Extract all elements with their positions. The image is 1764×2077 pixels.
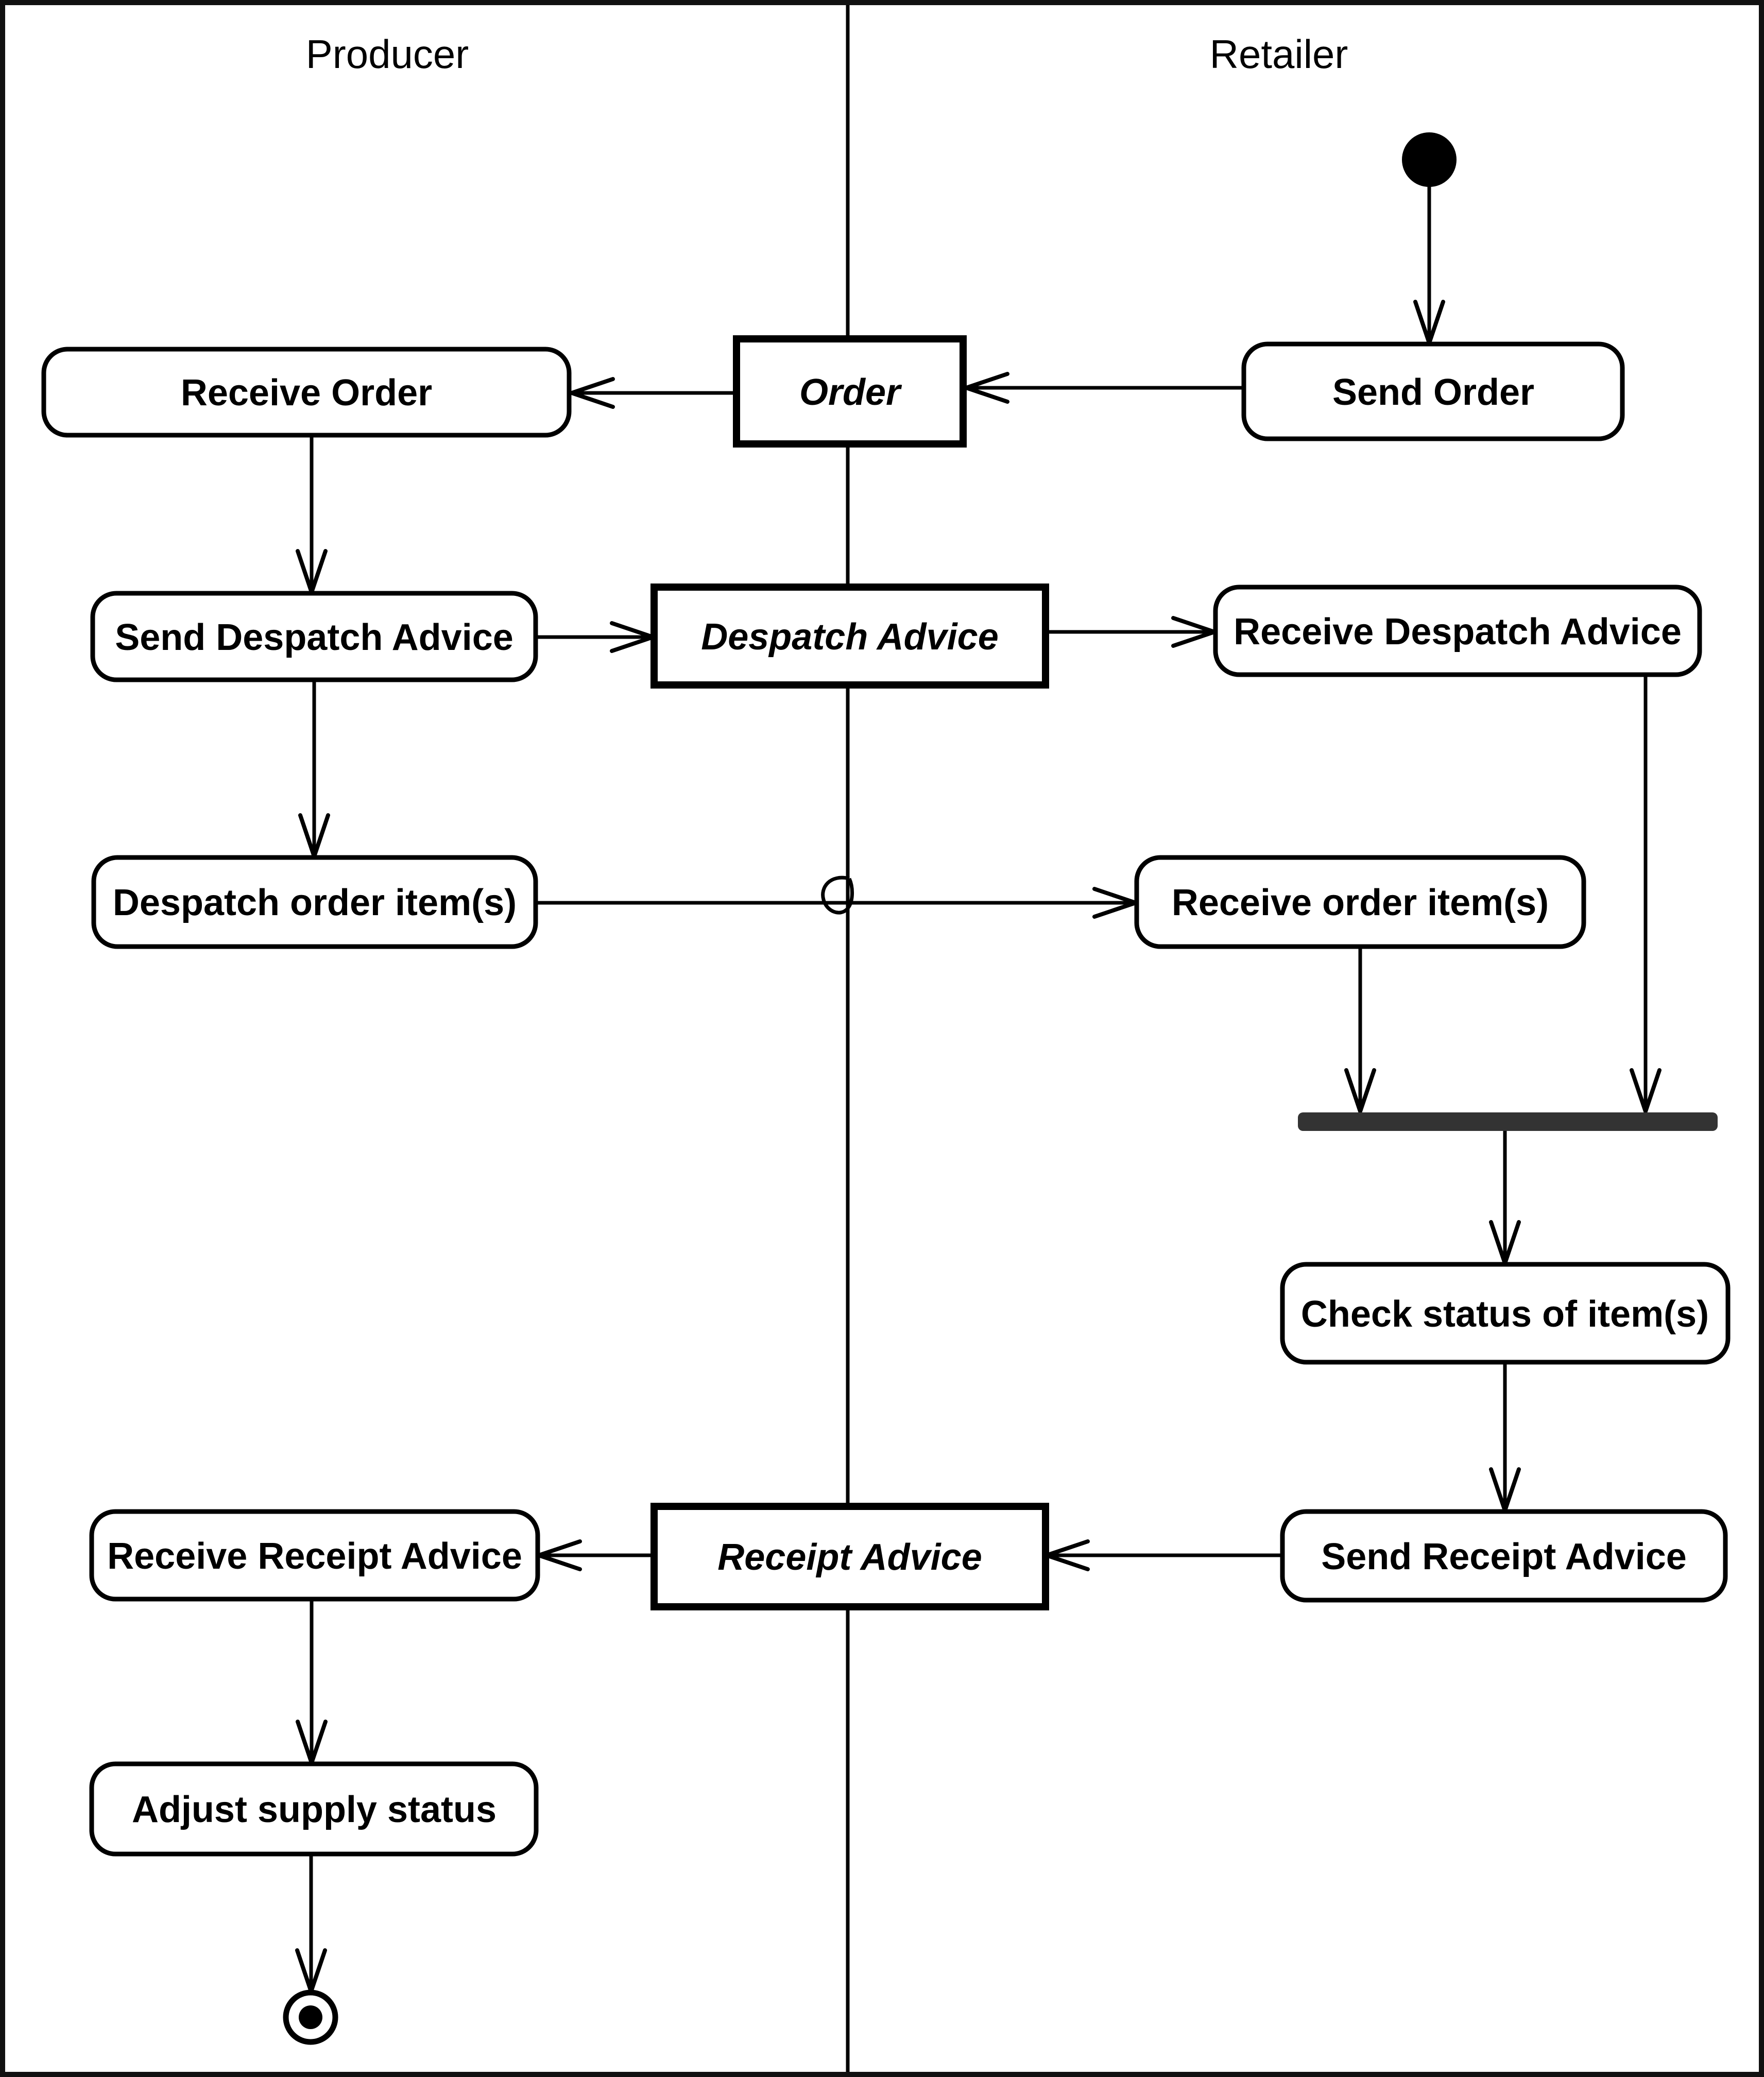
action-check-status-shape bbox=[1280, 1262, 1731, 1365]
arrowhead-right-icon bbox=[1171, 616, 1217, 648]
edge-receive-order-to-send-despatch-advice bbox=[296, 435, 328, 594]
arrowhead-down-icon bbox=[1489, 1467, 1521, 1513]
edge-send-despatch-advice-to-despatch-advice bbox=[536, 621, 655, 653]
action-send-order-label: Send Order bbox=[1332, 372, 1534, 413]
edge-receipt-advice-to-receive-receipt-advice bbox=[537, 1539, 654, 1571]
action-adjust-supply-status-shape bbox=[89, 1761, 539, 1857]
edge-send-despatch-advice-to-despatch-order-items bbox=[298, 680, 330, 859]
action-adjust-supply-status: Adjust supply status bbox=[89, 1761, 539, 1857]
object-despatch-advice: Despatch Advice bbox=[650, 583, 1049, 689]
action-receive-despatch-advice-label: Receive Despatch Advice bbox=[1234, 611, 1682, 653]
lane-title-retailer: Retailer bbox=[1210, 31, 1348, 77]
action-receive-despatch-advice-shape bbox=[1213, 585, 1702, 677]
arrowhead-left-icon bbox=[1044, 1539, 1090, 1571]
arrowhead-right-icon bbox=[1092, 887, 1138, 919]
action-send-receipt-advice-label: Send Receipt Advice bbox=[1321, 1536, 1687, 1577]
action-check-status-label: Check status of item(s) bbox=[1301, 1294, 1709, 1335]
join-bar bbox=[1298, 1112, 1718, 1131]
edge-initial-to-send-order bbox=[1413, 185, 1445, 345]
action-receive-order-items-label: Receive order item(s) bbox=[1172, 882, 1549, 923]
edge-despatch-advice-to-receive-despatch-advice bbox=[1046, 616, 1217, 648]
arrowhead-left-icon bbox=[570, 377, 615, 409]
edge-adjust-supply-status-to-final bbox=[295, 1854, 327, 1994]
action-send-receipt-advice-shape bbox=[1280, 1509, 1728, 1603]
action-send-despatch-advice: Send Despatch Advice bbox=[90, 591, 538, 682]
object-receipt-advice-label: Receipt Advice bbox=[717, 1537, 982, 1578]
arrowhead-down-icon bbox=[295, 1948, 327, 1994]
lane-title-producer: Producer bbox=[306, 31, 469, 77]
arrowhead-down-icon bbox=[298, 813, 330, 859]
object-receipt-advice: Receipt Advice bbox=[650, 1503, 1049, 1610]
arrowhead-down-icon bbox=[1344, 1068, 1376, 1113]
action-receive-receipt-advice-shape bbox=[89, 1509, 540, 1602]
object-despatch-advice-label: Despatch Advice bbox=[701, 616, 999, 658]
object-order-label: Order bbox=[799, 372, 902, 413]
action-send-receipt-advice: Send Receipt Advice bbox=[1280, 1509, 1728, 1603]
action-adjust-supply-status-label: Adjust supply status bbox=[132, 1789, 496, 1830]
arrowhead-left-icon bbox=[537, 1539, 582, 1571]
final-node-icon bbox=[283, 1989, 338, 2045]
edge-check-status-to-send-receipt-advice bbox=[1489, 1362, 1521, 1513]
edge-receive-order-items-to-join-bar bbox=[1344, 947, 1376, 1113]
action-receive-despatch-advice: Receive Despatch Advice bbox=[1213, 585, 1702, 677]
action-despatch-order-items: Despatch order item(s) bbox=[91, 855, 538, 949]
action-receive-order-items: Receive order item(s) bbox=[1134, 855, 1586, 949]
edge-receive-despatch-advice-to-join-bar bbox=[1630, 675, 1662, 1113]
arrowhead-right-icon bbox=[610, 621, 655, 653]
object-order-shape bbox=[733, 335, 967, 448]
action-send-order: Send Order bbox=[1241, 341, 1625, 441]
action-receive-receipt-advice-label: Receive Receipt Advice bbox=[107, 1536, 522, 1577]
object-receipt-advice-shape bbox=[650, 1503, 1049, 1610]
edge-send-receipt-advice-to-receipt-advice bbox=[1044, 1539, 1282, 1571]
object-order: Order bbox=[733, 335, 967, 448]
edge-order-to-receive-order bbox=[570, 377, 737, 409]
action-send-order-shape bbox=[1241, 341, 1625, 441]
arrowhead-down-icon bbox=[1630, 1068, 1662, 1113]
arrowhead-left-icon bbox=[964, 372, 1009, 404]
initial-node-icon bbox=[1402, 132, 1457, 187]
action-send-despatch-advice-label: Send Despatch Advice bbox=[115, 617, 513, 658]
edge-send-order-to-order bbox=[964, 372, 1244, 404]
action-receive-receipt-advice: Receive Receipt Advice bbox=[89, 1509, 540, 1602]
action-receive-order-items-shape bbox=[1134, 855, 1586, 949]
object-despatch-advice-shape bbox=[650, 583, 1049, 689]
edge-receive-receipt-advice-to-adjust-supply-status bbox=[296, 1599, 328, 1765]
arrowhead-down-icon bbox=[1413, 300, 1445, 345]
action-receive-order: Receive Order bbox=[41, 347, 572, 438]
action-receive-order-label: Receive Order bbox=[181, 372, 432, 414]
action-despatch-order-items-shape bbox=[91, 855, 538, 949]
edge-despatch-order-items-to-receive-order-items bbox=[536, 876, 1138, 919]
action-send-despatch-advice-shape bbox=[90, 591, 538, 682]
arrowhead-down-icon bbox=[296, 1720, 328, 1765]
line-crossing-loop-icon bbox=[821, 876, 854, 915]
arrowhead-down-icon bbox=[1489, 1220, 1521, 1265]
action-receive-order-shape bbox=[41, 347, 572, 438]
action-despatch-order-items-label: Despatch order item(s) bbox=[113, 882, 517, 923]
edge-join-bar-to-check-status bbox=[1489, 1131, 1521, 1265]
action-check-status: Check status of item(s) bbox=[1280, 1262, 1731, 1365]
arrowhead-down-icon bbox=[296, 549, 328, 594]
